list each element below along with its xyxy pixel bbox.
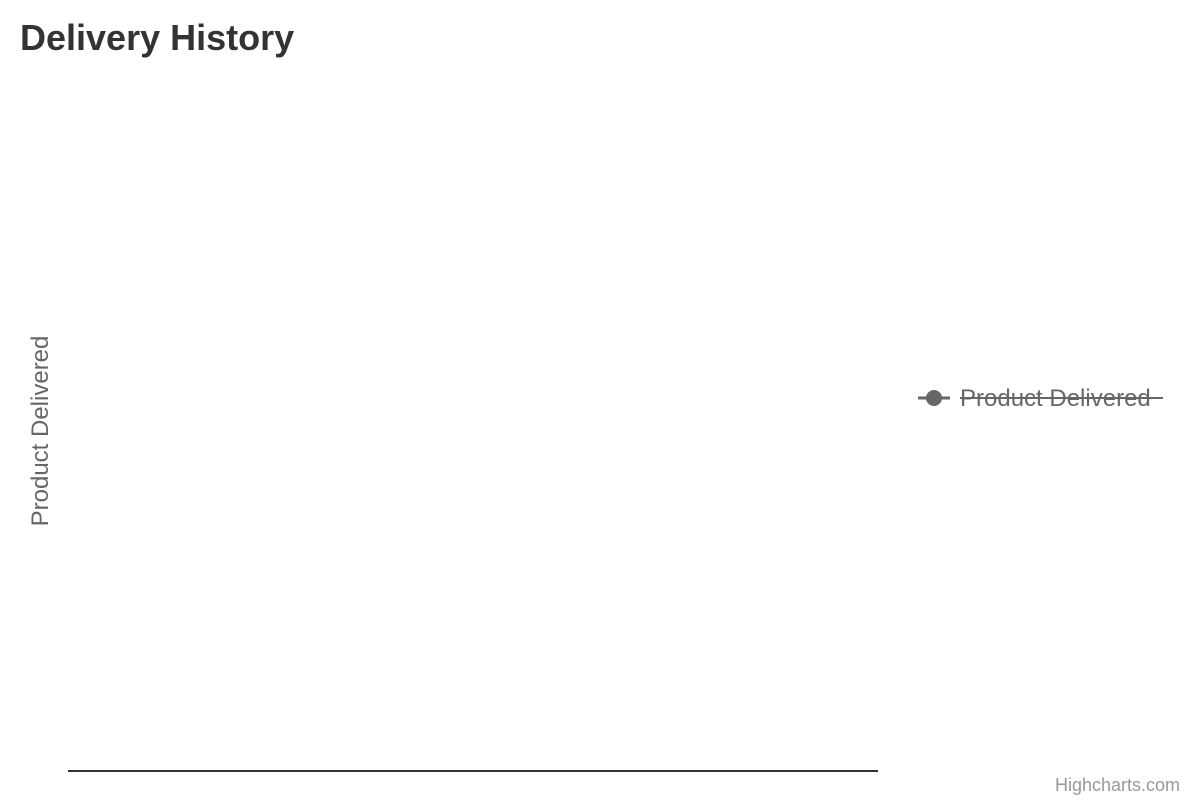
y-axis-title: Product Delivered [27,336,54,527]
legend-item-product-delivered[interactable]: Product Delivered [918,385,1163,412]
credits-link[interactable]: Highcharts.com [1055,775,1180,795]
legend-marker-icon [926,390,942,406]
chart-title: Delivery History [20,17,294,58]
